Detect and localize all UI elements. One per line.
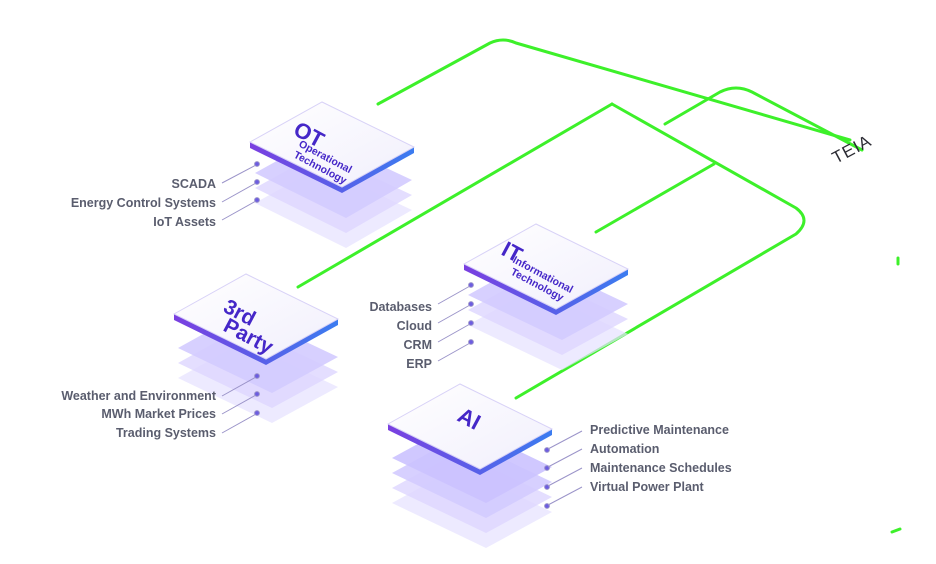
connector-lines xyxy=(296,38,902,534)
ai-item-maintenance-schedules: Maintenance Schedules xyxy=(590,461,732,475)
connector-3rdparty-trunk xyxy=(296,102,614,289)
third-party-item-connectors xyxy=(221,373,260,434)
it-tile xyxy=(462,223,630,310)
it-item-erp: ERP xyxy=(406,357,432,371)
it-item-databases: Databases xyxy=(369,300,432,314)
ai-item-predictive-maintenance: Predictive Maintenance xyxy=(590,423,729,437)
third-party-item-trading: Trading Systems xyxy=(116,426,216,440)
connector-stub-right-2 xyxy=(890,527,902,534)
third-party-tile xyxy=(172,273,340,360)
ot-tile xyxy=(248,101,416,188)
ai-item-automation: Automation xyxy=(590,442,659,456)
connector-ot-to-teia xyxy=(376,38,852,142)
node-ot: OT Operational Technology SCADA Energy C… xyxy=(71,101,416,248)
connector-it xyxy=(594,162,716,234)
ot-item-connectors xyxy=(221,161,260,221)
it-item-crm: CRM xyxy=(404,338,432,352)
ai-tile xyxy=(386,383,554,470)
third-party-item-weather: Weather and Environment xyxy=(61,389,216,403)
connector-branch-to-ai xyxy=(514,102,806,400)
node-ai: AI Predictive Maintenance Automation Mai… xyxy=(386,383,732,548)
connector-teia-hub xyxy=(663,86,864,152)
it-item-cloud: Cloud xyxy=(397,319,432,333)
ot-item-energy-control: Energy Control Systems xyxy=(71,196,216,210)
third-party-item-mwh-prices: MWh Market Prices xyxy=(101,407,216,421)
node-it: IT Informational Technology Databases Cl… xyxy=(369,223,630,371)
ot-item-scada: SCADA xyxy=(172,177,216,191)
ai-item-virtual-power-plant: Virtual Power Plant xyxy=(590,480,705,494)
node-third-party: 3rd Party Weather and Environment MWh Ma… xyxy=(61,273,340,440)
ai-item-connectors xyxy=(544,430,583,509)
ot-item-iot-assets: IoT Assets xyxy=(153,215,216,229)
it-item-connectors xyxy=(437,282,474,362)
